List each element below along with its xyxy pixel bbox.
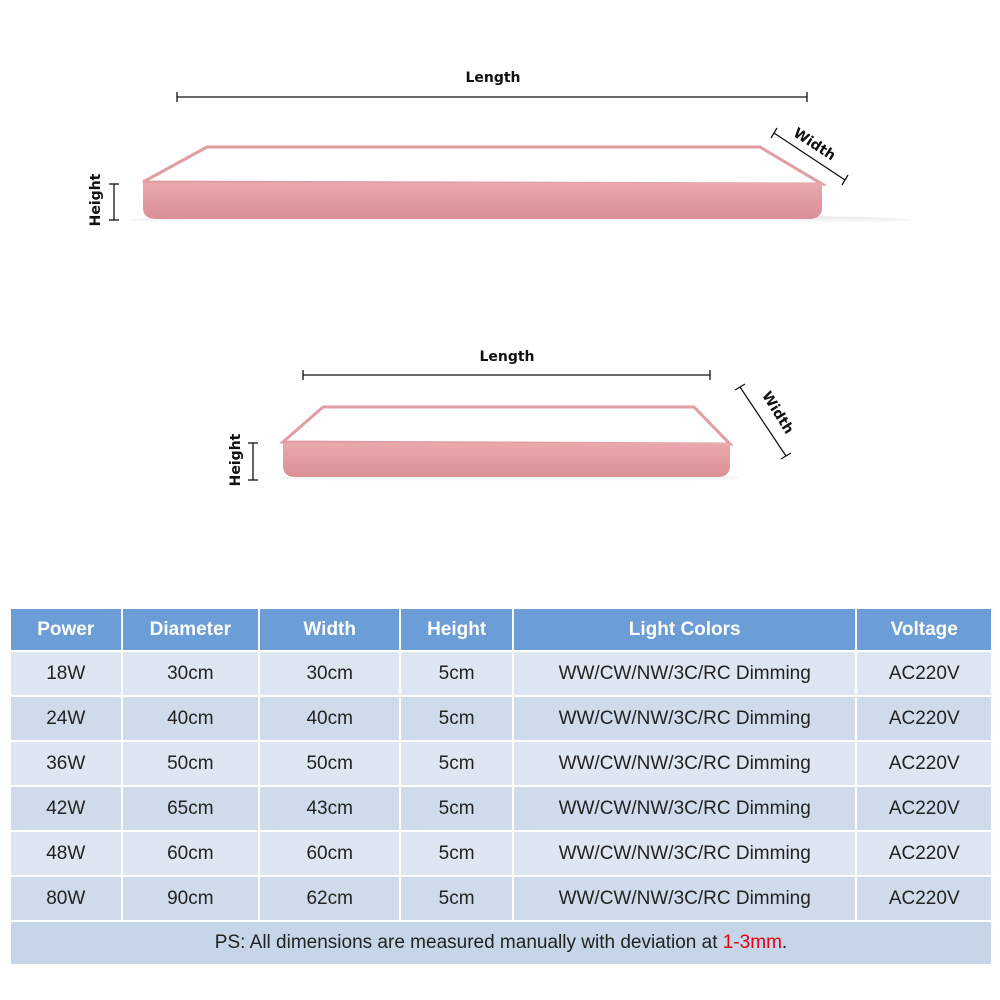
dimension-diagram: Length Width Height Length Width Height xyxy=(88,70,910,486)
small-width-dimension: Width xyxy=(734,383,797,460)
cell-voltage: AC220V xyxy=(857,697,991,740)
spec-table-header: Power Diameter Width Height Light Colors… xyxy=(11,609,991,650)
note-end: . xyxy=(781,932,788,953)
cell-power: 80W xyxy=(11,877,121,920)
cell-power: 42W xyxy=(11,787,121,830)
cell-voltage: AC220V xyxy=(857,787,991,830)
small-height-label: Height xyxy=(228,433,244,486)
cell-width: 62cm xyxy=(260,877,400,920)
cell-height: 5cm xyxy=(401,832,512,875)
large-panel-top xyxy=(142,145,828,186)
cell-light-colors: WW/CW/NW/3C/RC Dimming xyxy=(513,832,856,875)
header-height: Height xyxy=(401,609,512,650)
measurement-note: PS: All dimensions are measured manually… xyxy=(11,922,991,964)
table-row: 18W 30cm 30cm 5cm WW/CW/NW/3C/RC Dimming… xyxy=(11,652,991,695)
table-row: 48W 60cm 60cm 5cm WW/CW/NW/3C/RC Dimming… xyxy=(11,832,991,875)
spec-table: Power Diameter Width Height Light Colors… xyxy=(9,607,993,966)
table-note-row: PS: All dimensions are measured manually… xyxy=(11,922,991,964)
table-row: 42W 65cm 43cm 5cm WW/CW/NW/3C/RC Dimming… xyxy=(11,787,991,830)
header-diameter: Diameter xyxy=(122,609,259,650)
cell-height: 5cm xyxy=(401,787,512,830)
cell-voltage: AC220V xyxy=(857,742,991,785)
small-width-label: Width xyxy=(758,389,796,437)
cell-height: 5cm xyxy=(401,742,512,785)
cell-power: 48W xyxy=(11,832,121,875)
large-height-dimension: Height xyxy=(88,173,119,226)
cell-width: 40cm xyxy=(260,697,400,740)
cell-diameter: 60cm xyxy=(122,832,259,875)
cell-width: 30cm xyxy=(260,652,400,695)
cell-height: 5cm xyxy=(401,697,512,740)
cell-diameter: 40cm xyxy=(122,697,259,740)
large-panel xyxy=(130,145,910,226)
table-row: 24W 40cm 40cm 5cm WW/CW/NW/3C/RC Dimming… xyxy=(11,697,991,740)
table-row: 36W 50cm 50cm 5cm WW/CW/NW/3C/RC Dimming… xyxy=(11,742,991,785)
small-panel-top xyxy=(279,405,734,446)
header-light-colors: Light Colors xyxy=(513,609,856,650)
large-width-label: Width xyxy=(790,125,838,164)
cell-voltage: AC220V xyxy=(857,877,991,920)
cell-light-colors: WW/CW/NW/3C/RC Dimming xyxy=(513,877,856,920)
small-height-dimension: Height xyxy=(228,433,258,486)
cell-light-colors: WW/CW/NW/3C/RC Dimming xyxy=(513,697,856,740)
cell-power: 24W xyxy=(11,697,121,740)
note-text: PS: All dimensions are measured manually… xyxy=(214,932,723,953)
large-panel-front xyxy=(143,183,822,219)
large-length-label: Length xyxy=(465,70,520,86)
cell-diameter: 65cm xyxy=(122,787,259,830)
cell-height: 5cm xyxy=(401,877,512,920)
cell-width: 43cm xyxy=(260,787,400,830)
large-length-dimension: Length xyxy=(176,70,808,102)
cell-width: 50cm xyxy=(260,742,400,785)
header-width: Width xyxy=(260,609,400,650)
header-voltage: Voltage xyxy=(857,609,991,650)
small-panel xyxy=(279,405,740,483)
cell-light-colors: WW/CW/NW/3C/RC Dimming xyxy=(513,652,856,695)
small-length-dimension: Length xyxy=(302,349,711,380)
cell-diameter: 30cm xyxy=(122,652,259,695)
small-panel-front xyxy=(283,443,730,477)
cell-light-colors: WW/CW/NW/3C/RC Dimming xyxy=(513,787,856,830)
cell-power: 18W xyxy=(11,652,121,695)
small-length-label: Length xyxy=(479,349,534,365)
cell-voltage: AC220V xyxy=(857,832,991,875)
header-power: Power xyxy=(11,609,121,650)
cell-voltage: AC220V xyxy=(857,652,991,695)
table-row: 80W 90cm 62cm 5cm WW/CW/NW/3C/RC Dimming… xyxy=(11,877,991,920)
note-deviation: 1-3mm xyxy=(722,932,782,953)
cell-height: 5cm xyxy=(401,652,512,695)
cell-width: 60cm xyxy=(260,832,400,875)
large-height-label: Height xyxy=(88,173,104,226)
cell-light-colors: WW/CW/NW/3C/RC Dimming xyxy=(513,742,856,785)
cell-diameter: 50cm xyxy=(122,742,259,785)
cell-power: 36W xyxy=(11,742,121,785)
cell-diameter: 90cm xyxy=(122,877,259,920)
